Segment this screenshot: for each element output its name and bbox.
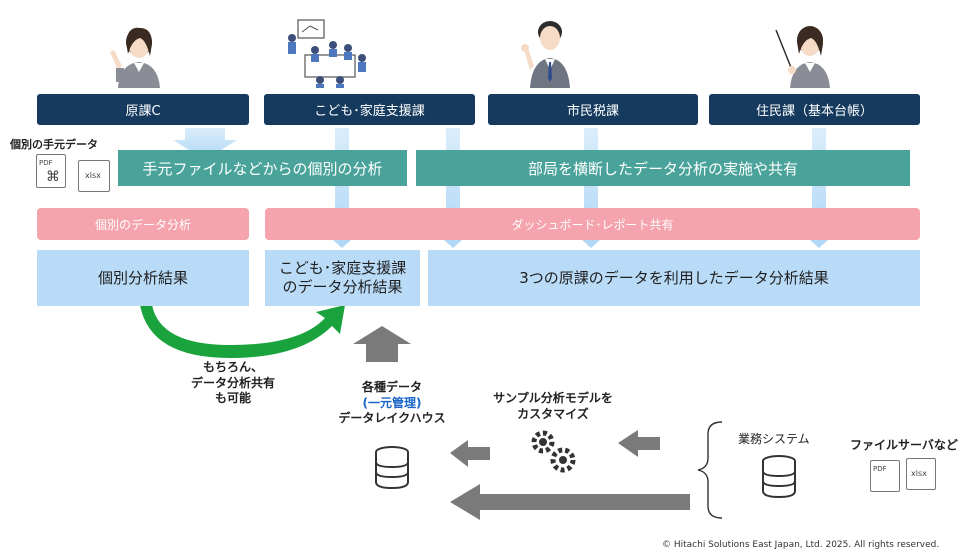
header-jumin: 住民課（基本台帳） — [709, 94, 920, 125]
result-combined: 3つの原課のデータを利用したデータ分析結果 — [428, 250, 920, 306]
left-arrow-system-to-gears — [618, 430, 660, 457]
business-system-label: 業務システム — [738, 432, 810, 446]
result-label: 3つの原課のデータを利用したデータ分析結果 — [519, 268, 829, 287]
left-arrow-gears-to-lake — [450, 440, 490, 467]
sample-model-line: サンプル分析モデルを — [493, 391, 613, 405]
teal-bar-individual: 手元ファイルなどからの個別の分析 — [118, 150, 407, 186]
header-label: 住民課（基本台帳） — [755, 104, 873, 119]
lakehouse-line2: (一元管理) — [362, 395, 422, 410]
file-server-label: ファイルサーバなど — [850, 438, 958, 452]
gears-icon — [531, 430, 576, 473]
pink-bar-label: 個別のデータ分析 — [94, 217, 191, 232]
woman-presenter-icon — [110, 27, 160, 88]
pdf-file-label: PDF — [873, 465, 887, 473]
left-arrow-long — [450, 484, 690, 520]
result-individual: 個別分析結果 — [37, 250, 249, 306]
result-label-line2: のデータ分析結果 — [282, 278, 403, 296]
sample-model-label: サンプル分析モデルを カスタマイズ — [478, 391, 628, 422]
result-kodomo: こども･家庭支援課 のデータ分析結果 — [265, 250, 420, 306]
teal-bar-label: 部局を横断したデータ分析の実施や共有 — [527, 159, 798, 178]
teal-bar-cross: 部局を横断したデータ分析の実施や共有 — [416, 150, 910, 186]
pdf-file-icon: PDF ⌘ — [36, 154, 66, 188]
pink-bar-label: ダッシュボード･レポート共有 — [511, 217, 674, 232]
result-label-line1: こども･家庭支援課 — [278, 259, 407, 278]
lakehouse-label: 各種データ (一元管理) データレイクハウス — [322, 380, 462, 427]
woman-pointer-icon — [775, 26, 830, 88]
pdf-logo-glyph: ⌘ — [46, 169, 60, 185]
flow-arrows-down — [173, 128, 837, 248]
green-note-line: もちろん、 — [202, 360, 263, 374]
header-genka-c: 原課C — [37, 94, 249, 125]
header-label: 原課C — [125, 104, 161, 119]
pdf-file-icon: PDF — [870, 460, 900, 492]
lakehouse-line3: データレイクハウス — [338, 411, 446, 426]
sources-brace — [697, 421, 723, 519]
xlsx-file-label: xlsx — [85, 171, 101, 180]
copyright: © Hitachi Solutions East Japan, Ltd. 202… — [662, 540, 940, 550]
pdf-file-label: PDF — [39, 159, 53, 167]
local-data-title: 個別の手元データ — [10, 138, 98, 151]
header-label: こども･家庭支援課 — [314, 104, 425, 119]
pink-bar-individual: 個別のデータ分析 — [37, 208, 249, 240]
pink-bar-dashboard: ダッシュボード･レポート共有 — [265, 208, 920, 240]
xlsx-file-icon: xlsx — [78, 160, 110, 192]
meeting-icon — [288, 19, 366, 88]
xlsx-file-icon: xlsx — [906, 458, 936, 490]
result-label: 個別分析結果 — [97, 268, 188, 287]
lakehouse-line1: 各種データ — [361, 380, 422, 394]
header-kodomo: こども･家庭支援課 — [264, 94, 475, 125]
green-note: もちろん、 データ分析共有 も可能 — [178, 360, 288, 407]
header-shiminzei: 市民税課 — [488, 94, 698, 125]
xlsx-file-label: xlsx — [911, 469, 927, 478]
businessman-icon — [521, 21, 570, 88]
teal-bar-label: 手元ファイルなどからの個別の分析 — [142, 159, 383, 178]
database-icon — [762, 455, 796, 499]
green-curved-arrow — [140, 305, 345, 358]
sample-model-line: カスタマイズ — [517, 406, 589, 421]
green-note-line: も可能 — [214, 391, 251, 406]
up-arrow — [353, 326, 411, 362]
header-label: 市民税課 — [566, 104, 619, 119]
green-note-line: データ分析共有 — [190, 375, 275, 390]
database-icon — [375, 446, 409, 490]
